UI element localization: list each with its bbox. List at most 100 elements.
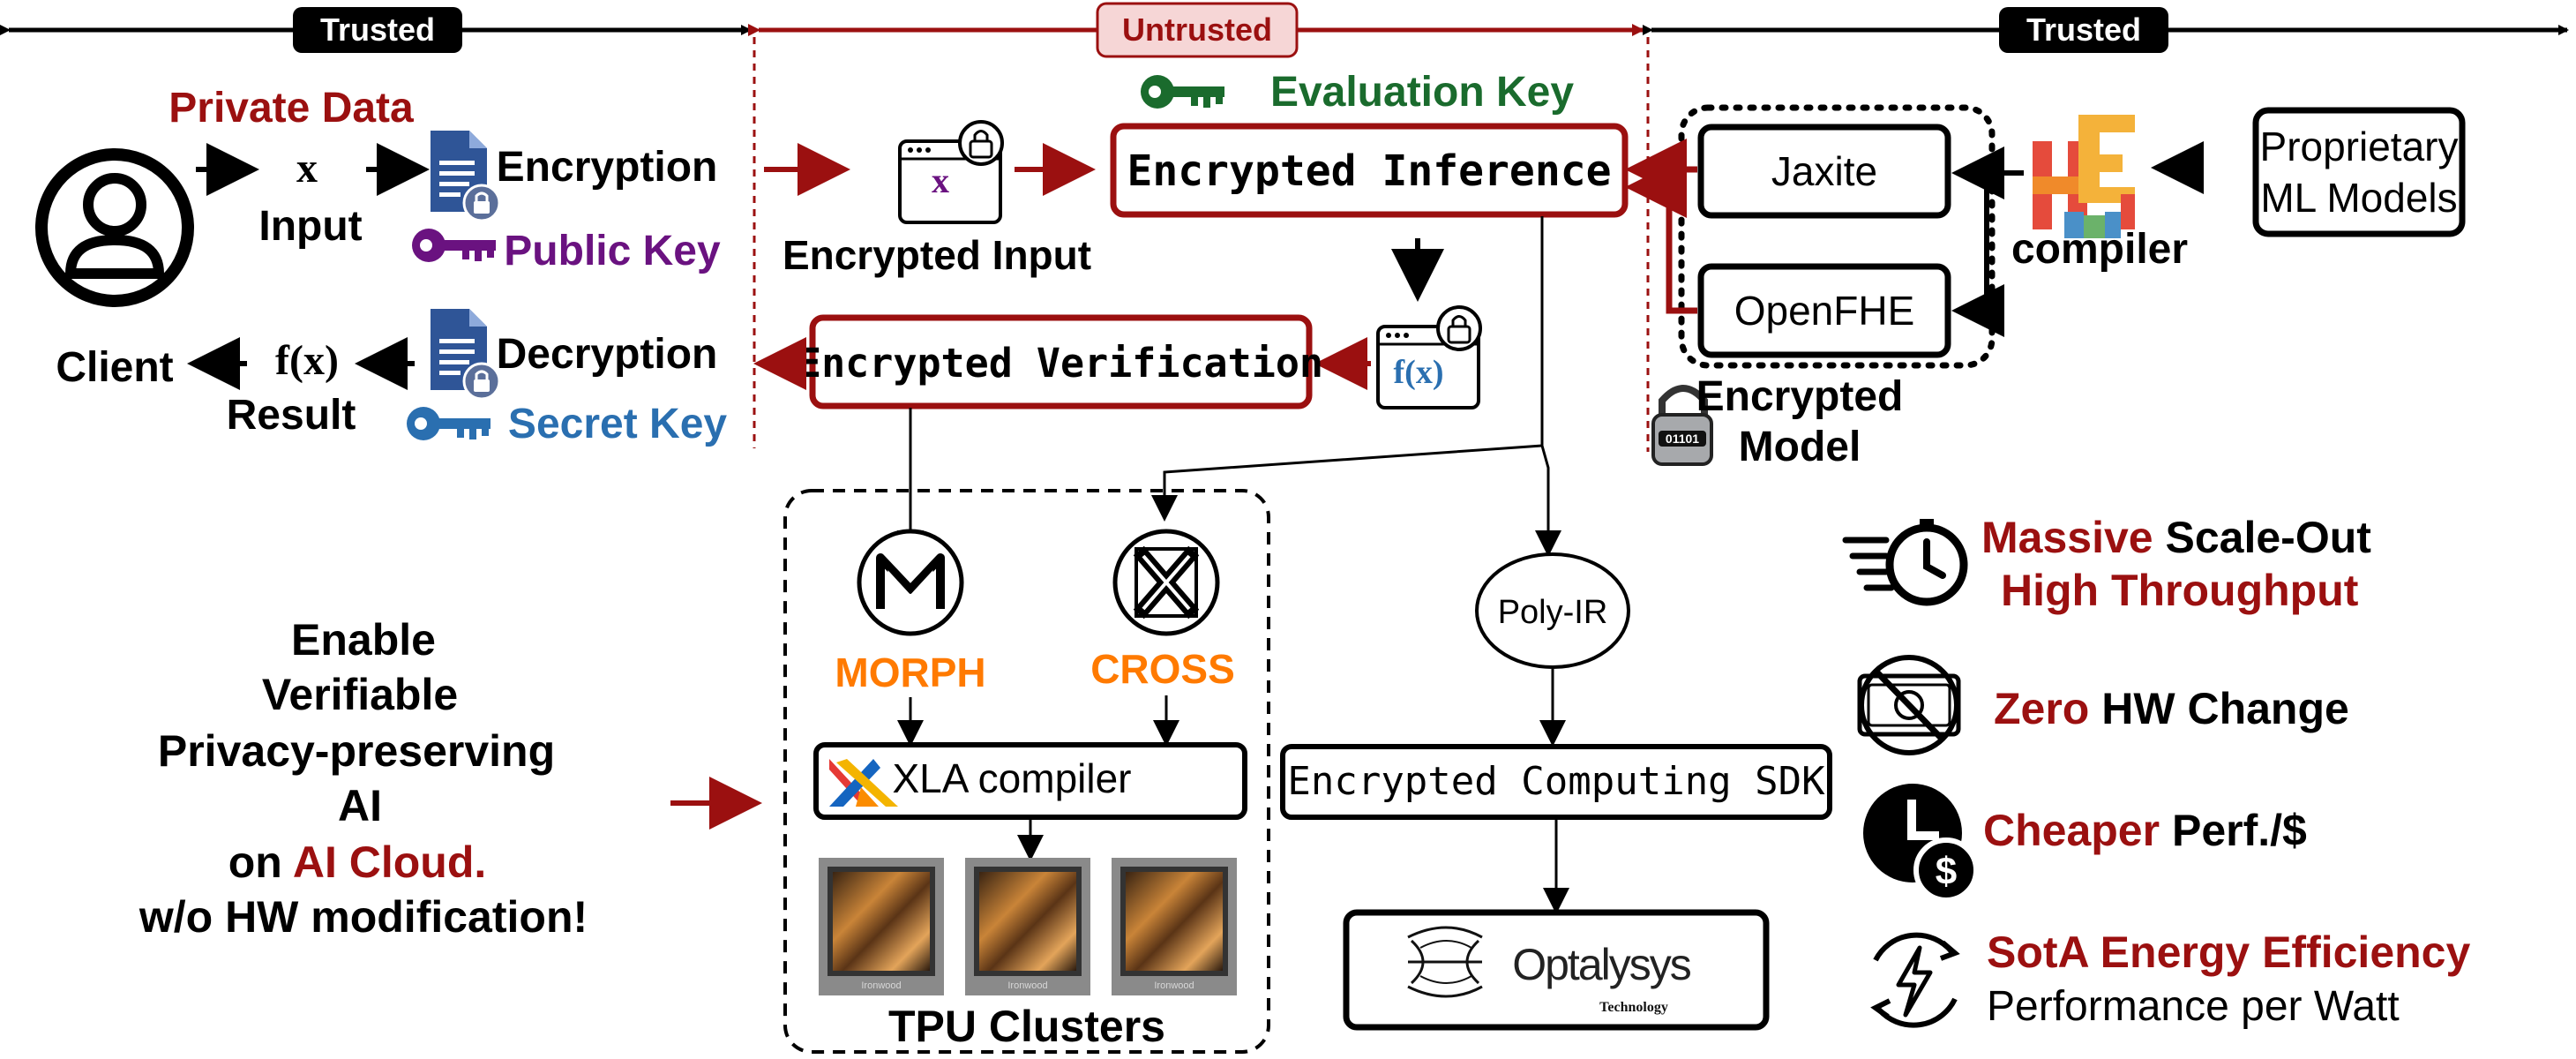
- document-lock-icon: [431, 131, 501, 222]
- optalysys-label: Optalysys: [1512, 940, 1691, 989]
- encryption-label: Encryption: [497, 144, 718, 191]
- benefit-3-highlight: Cheaper: [1983, 806, 2160, 855]
- trusted-left-label: Trusted: [320, 11, 435, 48]
- encrypted-model-line2: Model: [1739, 424, 1861, 470]
- private-data-label: Private Data: [168, 85, 414, 131]
- fx-symbol: f(x): [275, 337, 339, 384]
- secret-key-icon: [407, 407, 490, 440]
- encrypted-model-line1: Encrypted: [1696, 373, 1904, 420]
- secret-key-label: Secret Key: [508, 401, 727, 447]
- benefit-1-line2: High Throughput: [2001, 566, 2359, 615]
- untrusted-label: Untrusted: [1122, 11, 1272, 48]
- tpu-chip: Ironwood: [1112, 858, 1237, 995]
- benefit-4-line2: Performance per Watt: [1987, 983, 2400, 1030]
- result-label: Result: [227, 392, 356, 439]
- xla-logo-icon: [829, 759, 898, 807]
- evaluation-key-icon: [1141, 75, 1224, 109]
- model-section: Jaxite OpenFHE compiler Proprietary ML M…: [1625, 104, 2466, 470]
- morph-icon: [857, 529, 964, 636]
- proprietary-line1: Proprietary: [2260, 124, 2459, 169]
- encrypted-input-symbol: x: [932, 161, 949, 200]
- trusted-right-label: Trusted: [2026, 11, 2141, 48]
- heir-logo-icon: [2033, 115, 2135, 238]
- xla-compiler-label: XLA compiler: [892, 755, 1131, 801]
- xla-compiler-box: [813, 742, 1247, 820]
- untrusted-badge: [1096, 2, 1299, 58]
- tpu-dashed-group: [783, 489, 1270, 1054]
- chip-label: Ironwood: [1154, 980, 1194, 991]
- proprietary-line2: ML Models: [2260, 175, 2457, 221]
- user-icon: [35, 148, 194, 307]
- cross-label: CROSS: [1090, 646, 1235, 692]
- compiler-label: compiler: [2011, 226, 2188, 273]
- benefit-2-rest: HW Change: [2101, 684, 2349, 733]
- encrypted-input-label: Encrypted Input: [783, 232, 1091, 278]
- public-key-label: Public Key: [504, 228, 721, 274]
- tpu-clusters-label: TPU Clusters: [888, 1002, 1165, 1051]
- sdk-box: [1280, 744, 1832, 820]
- goal-cloud-prefix: on: [228, 837, 293, 887]
- goal-last-line: w/o HW modification!: [139, 892, 588, 942]
- encrypted-verification-label: Encrypted Verification: [798, 340, 1323, 387]
- speed-clock-icon: [1842, 519, 1968, 606]
- goal-cloud-highlight: AI Cloud.: [293, 837, 486, 887]
- arrow-inference-to-polyir: [1535, 445, 1561, 557]
- padlock-icon: [1651, 385, 1713, 466]
- sdk-section: Poly-IR Encrypted Computing SDK Optalysy…: [1280, 552, 1832, 1031]
- cross-icon: [1112, 529, 1220, 636]
- proprietary-models-box: [2252, 107, 2466, 237]
- energy-efficiency-icon: [1870, 932, 1960, 1028]
- document-lock-icon: [431, 309, 501, 401]
- goal-text: Enable Verifiable Privacy-preserving AI …: [139, 615, 762, 942]
- padlock-bits: 01101: [1666, 432, 1699, 446]
- cloud-top: x Encrypted Input Evaluation Key Encrypt…: [753, 69, 1629, 409]
- no-cost-icon: [1857, 655, 1961, 755]
- benefit-3-rest: Perf./$: [2172, 806, 2307, 855]
- jaxite-label: Jaxite: [1771, 148, 1877, 194]
- client-section: Private Data x Input Encryption Publi: [35, 85, 727, 447]
- optalysys-sub-label: Technology: [1599, 1000, 1668, 1015]
- benefit-4-line1: SotA Energy Efficiency: [1987, 928, 2470, 977]
- evaluation-key-label: Evaluation Key: [1270, 69, 1574, 116]
- encrypted-result-icon: [1376, 305, 1482, 409]
- decryption-label: Decryption: [497, 331, 718, 378]
- trusted-left-badge: [293, 7, 462, 53]
- openfhe-box: [1697, 263, 1951, 358]
- chip-label: Ironwood: [861, 980, 901, 991]
- encrypted-window-icon: [898, 120, 1004, 224]
- goal-line: Verifiable: [262, 670, 458, 719]
- jaxite-box: [1697, 124, 1951, 219]
- benefit-2-highlight: Zero: [1994, 684, 2089, 733]
- zone-bar: Trusted Untrusted Trusted: [0, 2, 2569, 452]
- verification-symbol: f(x): [1394, 354, 1444, 391]
- sdk-label: Encrypted Computing SDK: [1287, 759, 1825, 804]
- encrypted-model-group: [1678, 104, 1996, 369]
- arrow-openfhe-to-inference: [1625, 156, 1697, 314]
- benefit-3: Cheaper Perf./$: [1983, 806, 2307, 855]
- tpu-chip: Ironwood: [819, 858, 944, 995]
- input-label: Input: [258, 203, 362, 250]
- poly-ir-node: [1475, 552, 1630, 669]
- client-label: Client: [56, 344, 173, 391]
- clock-dollar-icon: $: [1863, 784, 1979, 903]
- encrypted-inference-label: Encrypted Inference: [1127, 146, 1611, 196]
- goal-line: AI: [338, 781, 382, 830]
- goal-cloud-line: on AI Cloud.: [228, 837, 487, 887]
- svg-text:$: $: [1936, 850, 1957, 893]
- arrow-inference-to-cross: [1151, 216, 1544, 522]
- x-symbol: x: [296, 145, 318, 192]
- goal-line: Privacy-preserving: [158, 726, 555, 776]
- benefit-2: Zero HW Change: [1994, 684, 2349, 733]
- benefits: Massive Scale-Out High Throughput Zero H…: [1842, 513, 2470, 1030]
- morph-label: MORPH: [835, 650, 985, 695]
- encrypted-verification-box: [809, 314, 1313, 409]
- benefit-1-line1: Massive Scale-Out: [1981, 513, 2371, 562]
- benefit-1-rest: Scale-Out: [2166, 513, 2372, 562]
- public-key-icon: [412, 229, 496, 262]
- trusted-right-badge: [1999, 7, 2168, 53]
- poly-ir-label: Poly-IR: [1498, 594, 1608, 631]
- tpu-chip: Ironwood: [965, 858, 1090, 995]
- goal-line: Enable: [291, 615, 436, 665]
- tpu-section: MORPH CROSS XLA compiler Ironwood: [783, 216, 1561, 1054]
- benefit-1-highlight: Massive: [1981, 513, 2153, 562]
